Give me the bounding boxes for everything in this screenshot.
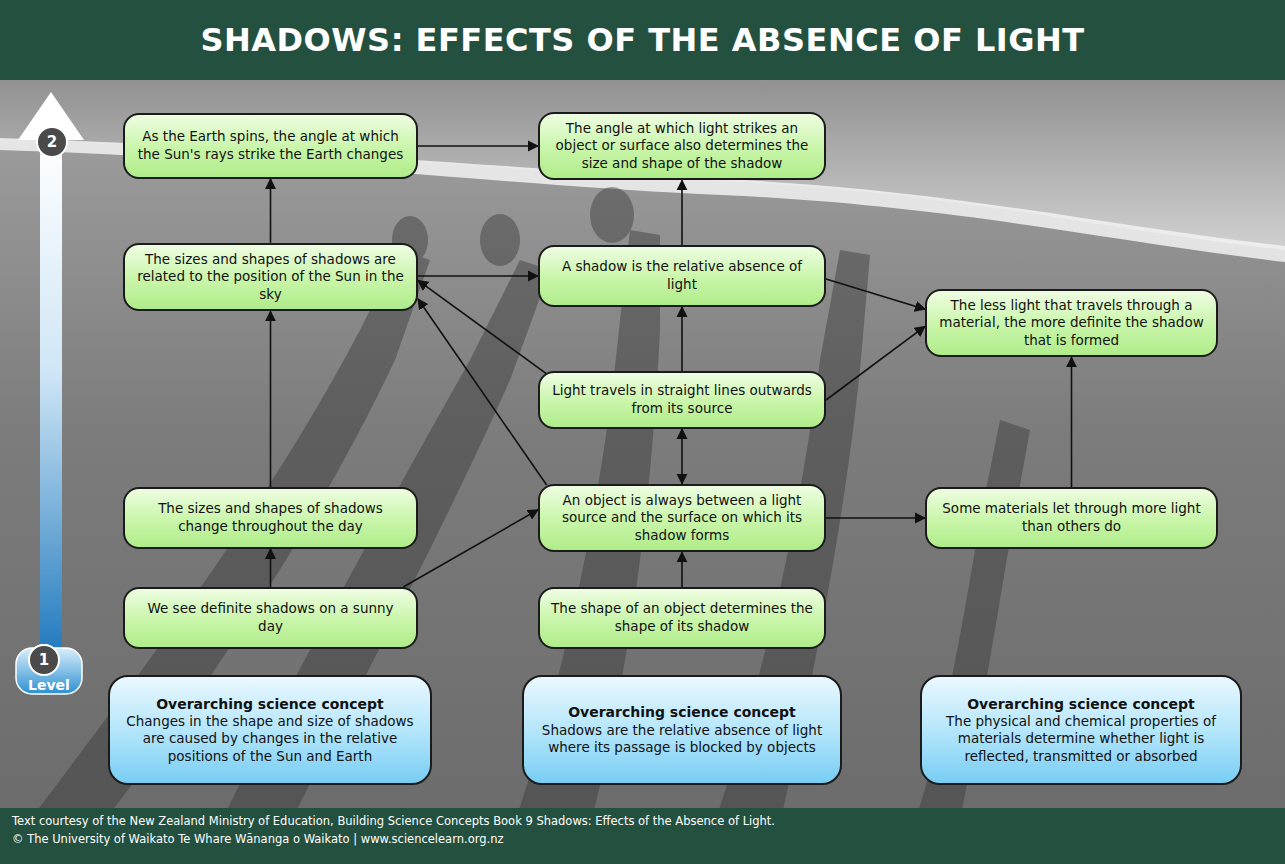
concept-node: Light travels in straight lines outwards…: [538, 371, 826, 429]
concept-box: Overarching science conceptThe physical …: [920, 675, 1242, 785]
level-label: Level: [16, 676, 82, 694]
level-number: 1: [29, 651, 59, 669]
connector-arrow: [270, 179, 272, 243]
connector-arrow: [826, 517, 925, 519]
box-heading: Overarching science concept: [967, 695, 1195, 713]
box-text: As the Earth spins, the angle at which t…: [135, 128, 406, 163]
connector-arrow: [418, 275, 538, 277]
connector-arrow: [1071, 357, 1073, 487]
concept-node: We see definite shadows on a sunny day: [123, 587, 418, 649]
box-text: The shape of an object determines the sh…: [550, 600, 814, 635]
box-text: Shadows are the relative absence of ligh…: [536, 722, 828, 757]
box-heading: Overarching science concept: [156, 695, 384, 713]
concept-box: Overarching science conceptChanges in th…: [108, 675, 432, 785]
box-text: The less light that travels through a ma…: [937, 297, 1206, 350]
title: SHADOWS: EFFECTS OF THE ABSENCE OF LIGHT: [200, 21, 1084, 59]
connector-arrow: [826, 326, 925, 400]
box-text: A shadow is the relative absence of ligh…: [550, 258, 814, 293]
level-arrow: [16, 92, 84, 694]
box-text: An object is always between a light sour…: [550, 492, 814, 545]
shadow-figures: [0, 187, 1030, 864]
box-text: Some materials let through more light th…: [937, 500, 1206, 535]
box-text: The sizes and shapes of shadows change t…: [135, 500, 406, 535]
box-heading: Overarching science concept: [568, 703, 796, 721]
box-text: Changes in the shape and size of shadows…: [122, 713, 418, 766]
connector-arrow: [418, 299, 547, 485]
box-text: The angle at which light strikes an obje…: [550, 120, 814, 173]
box-text: Light travels in straight lines outwards…: [550, 382, 814, 417]
concept-box: Overarching science conceptShadows are t…: [522, 675, 842, 785]
caption: Text courtesy of the New Zealand Ministr…: [12, 814, 775, 828]
connector-arrow: [418, 145, 538, 147]
concept-node: Some materials let through more light th…: [925, 487, 1218, 549]
box-text: We see definite shadows on a sunny day: [135, 600, 406, 635]
concept-node: The angle at which light strikes an obje…: [538, 112, 826, 181]
concept-node: The sizes and shapes of shadows are rela…: [123, 243, 418, 312]
connector-arrow: [826, 279, 925, 309]
connector-arrow: [403, 510, 538, 587]
connector-arrow: [270, 311, 272, 487]
footer-bar: Text courtesy of the New Zealand Ministr…: [0, 808, 1285, 864]
concept-node: The sizes and shapes of shadows change t…: [123, 487, 418, 549]
connector-arrow: [681, 552, 683, 587]
connector-arrow: [681, 180, 683, 245]
concept-node: The less light that travels through a ma…: [925, 289, 1218, 358]
concept-node: As the Earth spins, the angle at which t…: [123, 113, 418, 179]
concept-node: An object is always between a light sour…: [538, 484, 826, 553]
title-bar: SHADOWS: EFFECTS OF THE ABSENCE OF LIGHT: [0, 0, 1285, 80]
concept-node: A shadow is the relative absence of ligh…: [538, 245, 826, 307]
box-text: The physical and chemical properties of …: [934, 713, 1228, 766]
connector-arrow: [681, 429, 683, 484]
connector-arrow: [270, 549, 272, 587]
level-number: 2: [37, 133, 67, 151]
concept-node: The shape of an object determines the sh…: [538, 587, 826, 649]
connector-arrow: [681, 307, 683, 371]
credit-line: © The University of Waikato Te Whare Wān…: [12, 832, 503, 846]
box-text: The sizes and shapes of shadows are rela…: [135, 251, 406, 304]
